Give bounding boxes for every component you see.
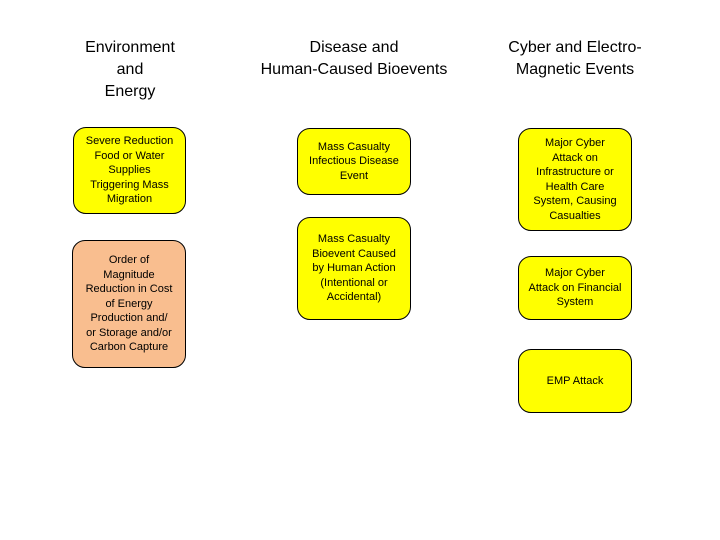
box-major-cyber-attack-infrastructure: Major Cyber Attack on Infrastructure or …	[518, 128, 632, 231]
column-header-environment-energy: Environment and Energy	[85, 39, 175, 100]
box-emp-attack: EMP Attack	[518, 349, 632, 413]
column-header-cyber-emp: Cyber and Electro- Magnetic Events	[508, 39, 642, 78]
box-mass-casualty-infectious-disease: Mass Casualty Infectious Disease Event	[297, 128, 411, 195]
box-major-cyber-attack-financial: Major Cyber Attack on Financial System	[518, 256, 632, 320]
box-mass-casualty-human-bioevent: Mass Casualty Bioevent Caused by Human A…	[297, 217, 411, 320]
box-energy-cost-reduction: Order of Magnitude Reduction in Cost of …	[72, 240, 186, 368]
column-header-disease-bioevents: Disease and Human-Caused Bioevents	[260, 39, 448, 78]
box-severe-reduction-food-water: Severe Reduction Food or Water Supplies …	[73, 127, 186, 214]
